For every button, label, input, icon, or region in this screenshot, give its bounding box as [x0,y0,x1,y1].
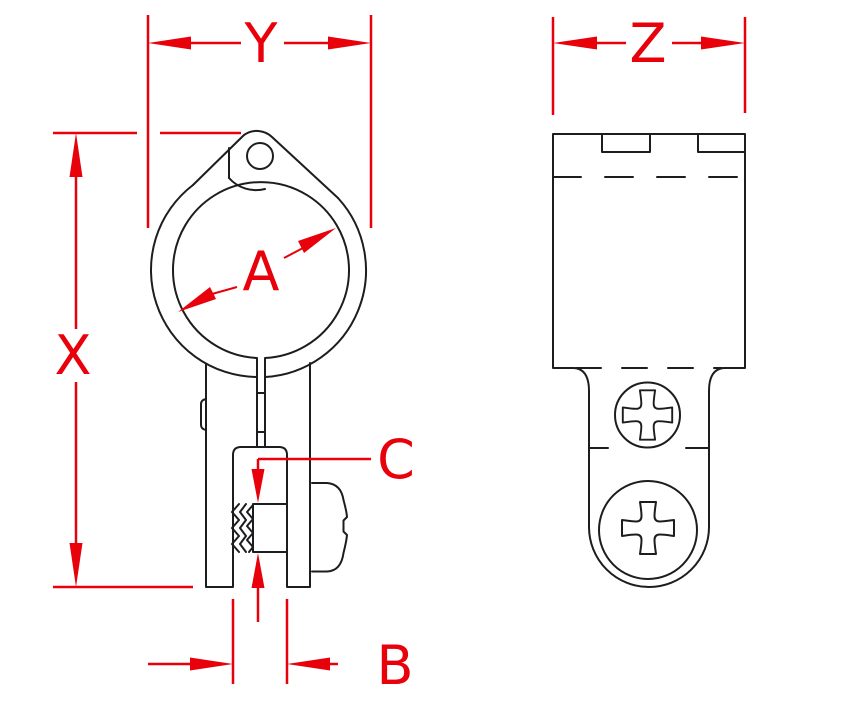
tab-hole [246,142,274,170]
label-b: B [376,634,413,697]
side-view [552,133,746,588]
dimension-x [53,131,241,589]
screw-shank [252,503,288,553]
y-arrowhead-left [148,36,191,50]
dimension-labels: Y Z X A C B [55,12,667,697]
label-x: X [55,324,92,387]
leg-rib-bump [200,398,207,431]
clamp-outer-arc-right [264,197,367,378]
label-z: Z [630,12,667,75]
x-arrowhead-bottom [69,543,83,587]
clamp-legs-outline [205,362,311,588]
dimension-z [551,17,747,115]
dimension-y [146,15,373,228]
z-arrowhead-right [701,36,745,50]
side-top-notch-right [697,133,746,153]
a-leader-line-lower [211,286,238,295]
screw-thread-zigzag-2 [239,503,247,553]
clamp-outer-arc-left [150,184,258,378]
c-arrowhead-up [251,553,265,588]
phillips-cross-lower-icon [621,501,675,555]
screw-pan-head [311,482,348,573]
label-a: A [243,240,280,303]
b-arrowhead-right [287,657,330,671]
clamp-inner-circle [172,181,350,359]
dimensions [53,15,747,684]
phillips-cross-upper-icon [621,389,674,441]
label-y: Y [244,12,279,75]
a-leader-line-upper [283,247,304,259]
a-arrowhead-lower-left [178,287,216,312]
label-c: C [377,428,415,491]
y-arrowhead-right [328,36,371,50]
c-arrowhead-down [251,469,265,503]
x-arrowhead-top [69,133,83,177]
b-arrowhead-left [190,657,233,671]
c-leader-line [256,457,371,469]
side-top-notch-left [601,133,651,153]
front-view [150,129,367,588]
dimension-a [178,228,336,312]
lower-screw-head-circle [598,480,698,580]
z-arrowhead-left [553,36,597,50]
tab-boss-arc [228,177,266,192]
dimension-b [148,599,338,684]
upper-screw-head-circle [614,381,681,449]
screw-thread-zigzag-1 [231,503,240,553]
mounting-tab-outline [192,129,339,199]
dimension-c [251,457,371,622]
a-arrowhead-upper-right [298,228,336,253]
side-body-outline [552,133,746,588]
